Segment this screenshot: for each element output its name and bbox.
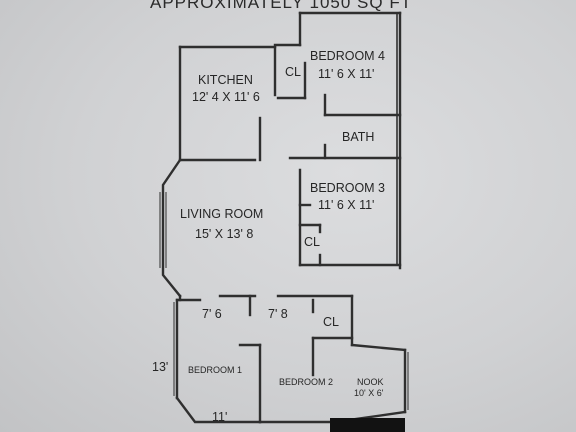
bedroom4-closet-label: CL — [285, 65, 301, 79]
bedroom4-dims: 11' 6 X 11' — [318, 67, 374, 81]
redaction-bar — [330, 418, 405, 432]
bedroom1-walls — [173, 294, 262, 424]
bedroom4-label: BEDROOM 4 — [310, 49, 385, 63]
bedroom2-walls — [258, 294, 354, 424]
bedroom2-label: BEDROOM 2 — [279, 377, 333, 387]
bedroom1-bottom-dim: 11' — [212, 410, 227, 424]
nook-label: NOOK — [357, 377, 384, 387]
bedroom3-dims: 11' 6 X 11' — [318, 198, 374, 212]
nook-dims: 10' X 6' — [354, 388, 384, 398]
kitchen-walls — [178, 45, 277, 162]
bedroom1-side-dim: 13' — [152, 360, 168, 374]
kitchen-dims: 12' 4 X 11' 6 — [192, 90, 260, 104]
living-room-dims: 15' X 13' 8 — [195, 227, 253, 241]
living-room-label: LIVING ROOM — [180, 207, 263, 221]
bedroom3-label: BEDROOM 3 — [310, 181, 385, 195]
bedroom1-label: BEDROOM 1 — [188, 365, 242, 375]
kitchen-label: KITCHEN — [198, 73, 253, 87]
living-room-walls — [159, 158, 182, 298]
bath-walls — [288, 143, 402, 160]
bedroom1-width-dim: 7' 6 — [202, 307, 222, 321]
bedroom3-walls — [298, 168, 402, 267]
bedroom2-width-dim: 7' 8 — [268, 307, 288, 321]
bath-label: BATH — [342, 130, 374, 144]
bedroom2-closet-label: CL — [323, 315, 339, 329]
bedroom4-walls — [273, 11, 402, 270]
bedroom3-closet-label: CL — [304, 235, 320, 249]
header-title: APPROXIMATELY 1050 SQ FT — [150, 0, 412, 12]
